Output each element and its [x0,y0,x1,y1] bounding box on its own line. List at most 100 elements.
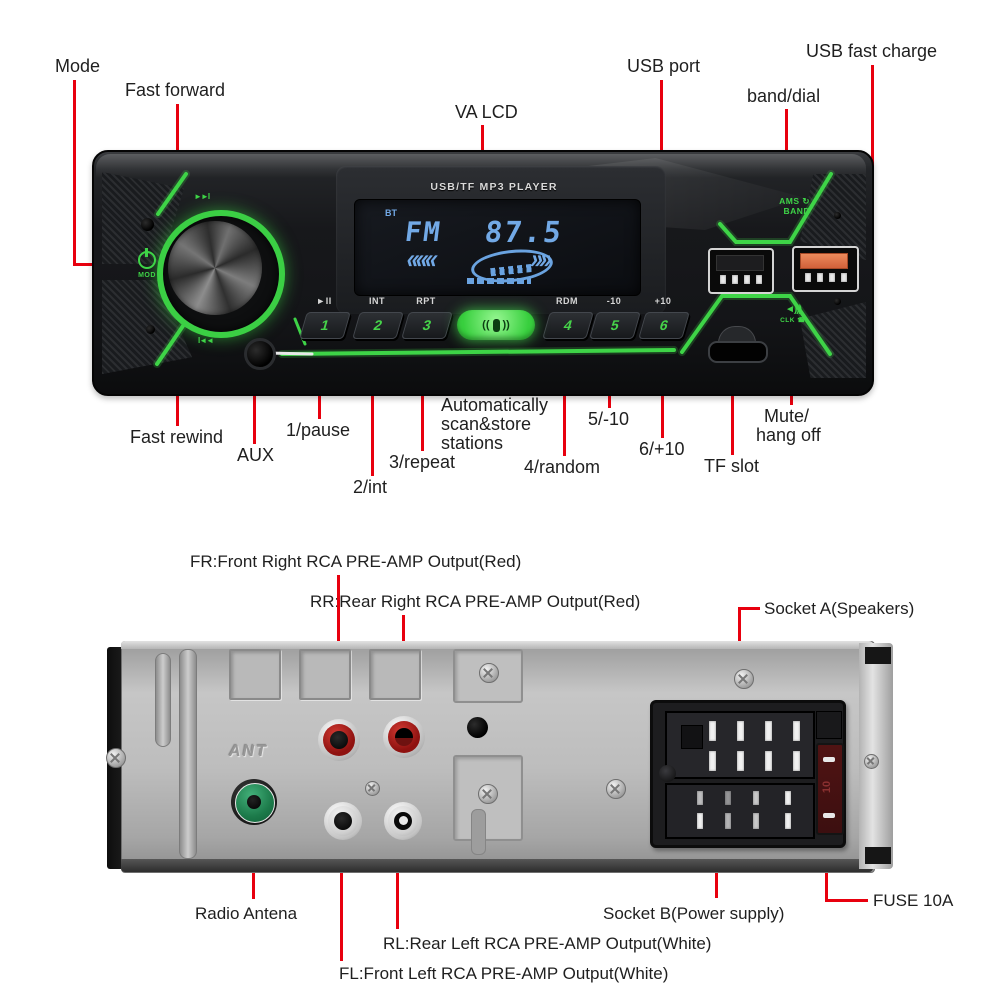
power-mode-icon [138,248,156,269]
bt-indicator: BT [385,208,397,218]
socket-pin [753,813,759,829]
callout-line-rl [396,828,399,929]
usb-pin [805,273,811,282]
ant-label: ANT [227,743,270,760]
ams-label: AMS ↻ [779,196,810,206]
label-mute-line1: Mute/ [764,406,810,426]
rca-rear-left-white [384,802,422,840]
label-6-plus10: 6/+10 [639,439,685,459]
band-label: BAND [783,206,810,216]
fuse-blade-bottom [823,813,835,818]
socket-pin [765,751,772,771]
auto-scan-mic-button: (( )) [457,310,535,340]
stereo-front-panel: MOD ►►I I◄◄ USB/TF MP3 PLAYER BT FM 87.5… [92,150,874,396]
radio-antenna-connector [231,779,277,825]
label-mute-hang-off: Mute/ hang off [756,407,821,445]
sleeve-wedge-bottom [865,847,891,864]
socket-pin [765,721,772,741]
ams-band-button-label: AMS ↻ BAND [754,196,810,216]
socket-b-power [665,783,815,839]
screw [478,784,498,804]
iso-connector-block: 10 [650,700,846,848]
label-fast-forward: Fast forward [125,80,226,100]
mic-wave-right: )) [502,319,510,331]
reset-pinhole [141,218,154,231]
rear-emboss-square [369,649,421,700]
volume-knob [168,221,262,315]
button-2-int: 2 [352,312,404,339]
callout-line-4-random [563,336,566,456]
fuse-10a: 10 [816,743,844,835]
callout-line-fl [340,828,343,961]
screw [734,669,754,689]
label-band-dial: band/dial [747,86,821,106]
stereo-rear-panel: ANT [106,637,893,878]
label-1-pause: 1/pause [286,420,351,440]
key-label-plus10: +10 [654,296,672,306]
fast-forward-icon: ►►I [194,192,210,201]
label-auto-scan-line1: Automatically [441,395,549,415]
usb-pin [829,273,835,282]
clk-phone-icon: CLK ☎ [780,317,806,324]
socket-pin [793,751,800,771]
label-fast-rewind: Fast rewind [130,427,224,447]
iso-guide-hole [659,765,676,782]
fast-rewind-icon: I◄◄ [198,336,214,345]
usb-tongue [716,255,764,271]
label-fuse-10a: FUSE 10A [873,891,954,910]
mute-hang-off-icon: ◄))) CLK ☎ [770,304,816,326]
socket-pin [737,751,744,771]
rear-bottom-edge [121,859,873,872]
panel-hole-top-right [834,212,841,219]
usb-pin [720,275,726,284]
socket-pin [709,721,716,741]
screw [864,754,879,769]
label-fl-output: FL:Front Left RCA PRE-AMP Output(White) [339,964,669,983]
socket-pin [785,813,791,829]
key-label-play-pause: ►II [316,296,332,306]
usb-port [708,248,774,294]
rca-rear-right-red [383,716,425,758]
label-2-int: 2/int [353,477,388,497]
speaker-icon: ◄))) [785,304,802,315]
carbon-texture-top-right [800,174,866,260]
rear-slot [471,809,486,855]
usb-pin [841,273,847,282]
label-socket-b: Socket B(Power supply) [603,904,785,923]
mod-label: MOD [138,272,156,279]
socket-pin [697,813,703,829]
mic-pinhole [146,325,155,334]
usb-pin [744,275,750,284]
button-5-minus10: 5 [589,312,641,339]
label-tf-slot: TF slot [704,456,760,476]
label-mute-line2: hang off [756,425,821,445]
label-socket-a: Socket A(Speakers) [764,599,915,618]
callout-line-aux [253,352,256,444]
usb-fast-charge-tongue [800,253,848,269]
callout-line-socket-a-h [738,607,760,610]
rear-rib [155,653,171,747]
label-auto-scan-line2: scan&store [441,414,532,434]
label-3-repeat: 3/repeat [389,452,456,472]
rear-emboss-square [299,649,351,700]
label-radio-antena: Radio Antena [195,904,298,923]
socket-pin [725,791,731,805]
key-label-rdm: RDM [556,296,578,306]
callout-line-fast-forward [176,104,179,194]
socket-a-notch [681,725,703,749]
screw [106,748,126,768]
panel-hole-bottom-right [834,298,841,305]
rear-emboss-square [229,649,281,700]
label-va-lcd: VA LCD [455,102,518,122]
label-rr-output: RR:Rear Right RCA PRE-AMP Output(Red) [310,592,641,611]
button-3-repeat: 3 [401,312,453,339]
rear-top-edge [121,641,873,649]
socket-pin [737,721,744,741]
usb-fast-charge-port [792,246,859,292]
aux-jack [244,338,276,370]
key-label-minus10: -10 [606,296,622,306]
lcd-dashes [467,278,531,284]
carbon-texture-top-left [102,172,184,264]
fuse-holder-cap [816,711,842,739]
button-4-random: 4 [542,312,594,339]
